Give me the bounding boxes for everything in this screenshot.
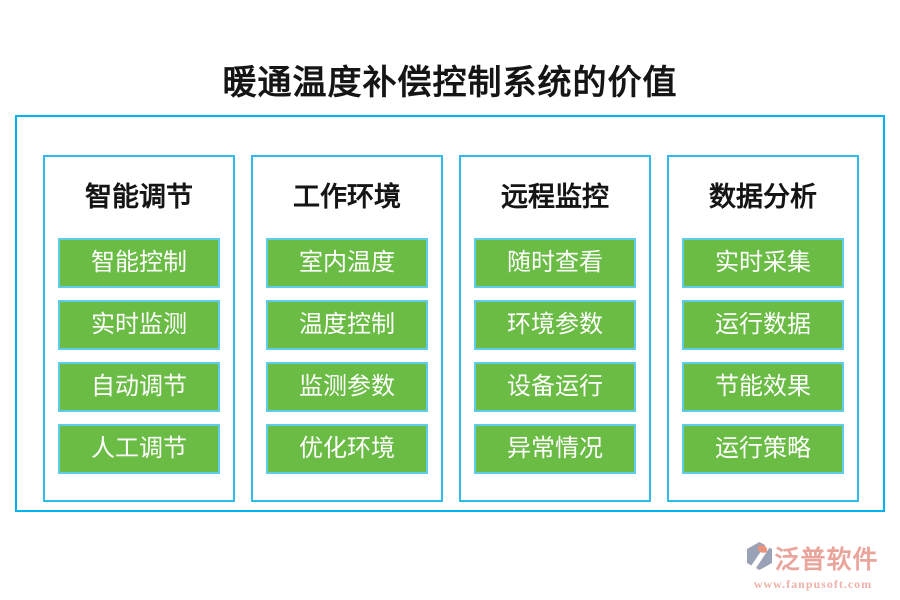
column-data-analysis: 数据分析 实时采集 运行数据 节能效果 运行策略 [667,155,859,502]
column-header: 数据分析 [709,182,817,212]
item-button[interactable]: 设备运行 [474,362,636,412]
button-group: 室内温度 温度控制 监测参数 优化环境 [253,238,441,474]
button-group: 实时采集 运行数据 节能效果 运行策略 [669,238,857,474]
column-remote-monitoring: 远程监控 随时查看 环境参数 设备运行 异常情况 [459,155,651,502]
item-button[interactable]: 自动调节 [58,362,220,412]
item-button[interactable]: 监测参数 [266,362,428,412]
main-panel: 智能调节 智能控制 实时监测 自动调节 人工调节 工作环境 室内温度 温度控制 … [15,115,885,512]
column-work-environment: 工作环境 室内温度 温度控制 监测参数 优化环境 [251,155,443,502]
item-button[interactable]: 温度控制 [266,300,428,350]
column-header: 远程监控 [501,182,609,212]
column-header: 工作环境 [293,182,401,212]
item-button[interactable]: 运行策略 [682,424,844,474]
brand-name: 泛普软件 [774,547,879,574]
column-smart-adjust: 智能调节 智能控制 实时监测 自动调节 人工调节 [43,155,235,502]
brand-url: www.fanpusoft.com [753,577,873,591]
item-button[interactable]: 智能控制 [58,238,220,288]
item-button[interactable]: 节能效果 [682,362,844,412]
item-button[interactable]: 环境参数 [474,300,636,350]
item-button[interactable]: 实时采集 [682,238,844,288]
fanpu-logo-icon [747,541,773,575]
column-header: 智能调节 [85,182,193,212]
item-button[interactable]: 室内温度 [266,238,428,288]
item-button[interactable]: 优化环境 [266,424,428,474]
footer-logo: 泛普软件 www.fanpusoft.com [738,540,888,592]
button-group: 智能控制 实时监测 自动调节 人工调节 [45,238,233,474]
item-button[interactable]: 实时监测 [58,300,220,350]
item-button[interactable]: 随时查看 [474,238,636,288]
item-button[interactable]: 异常情况 [474,424,636,474]
item-button[interactable]: 运行数据 [682,300,844,350]
item-button[interactable]: 人工调节 [58,424,220,474]
button-group: 随时查看 环境参数 设备运行 异常情况 [461,238,649,474]
page-title: 暖通温度补偿控制系统的价值 [222,65,678,102]
